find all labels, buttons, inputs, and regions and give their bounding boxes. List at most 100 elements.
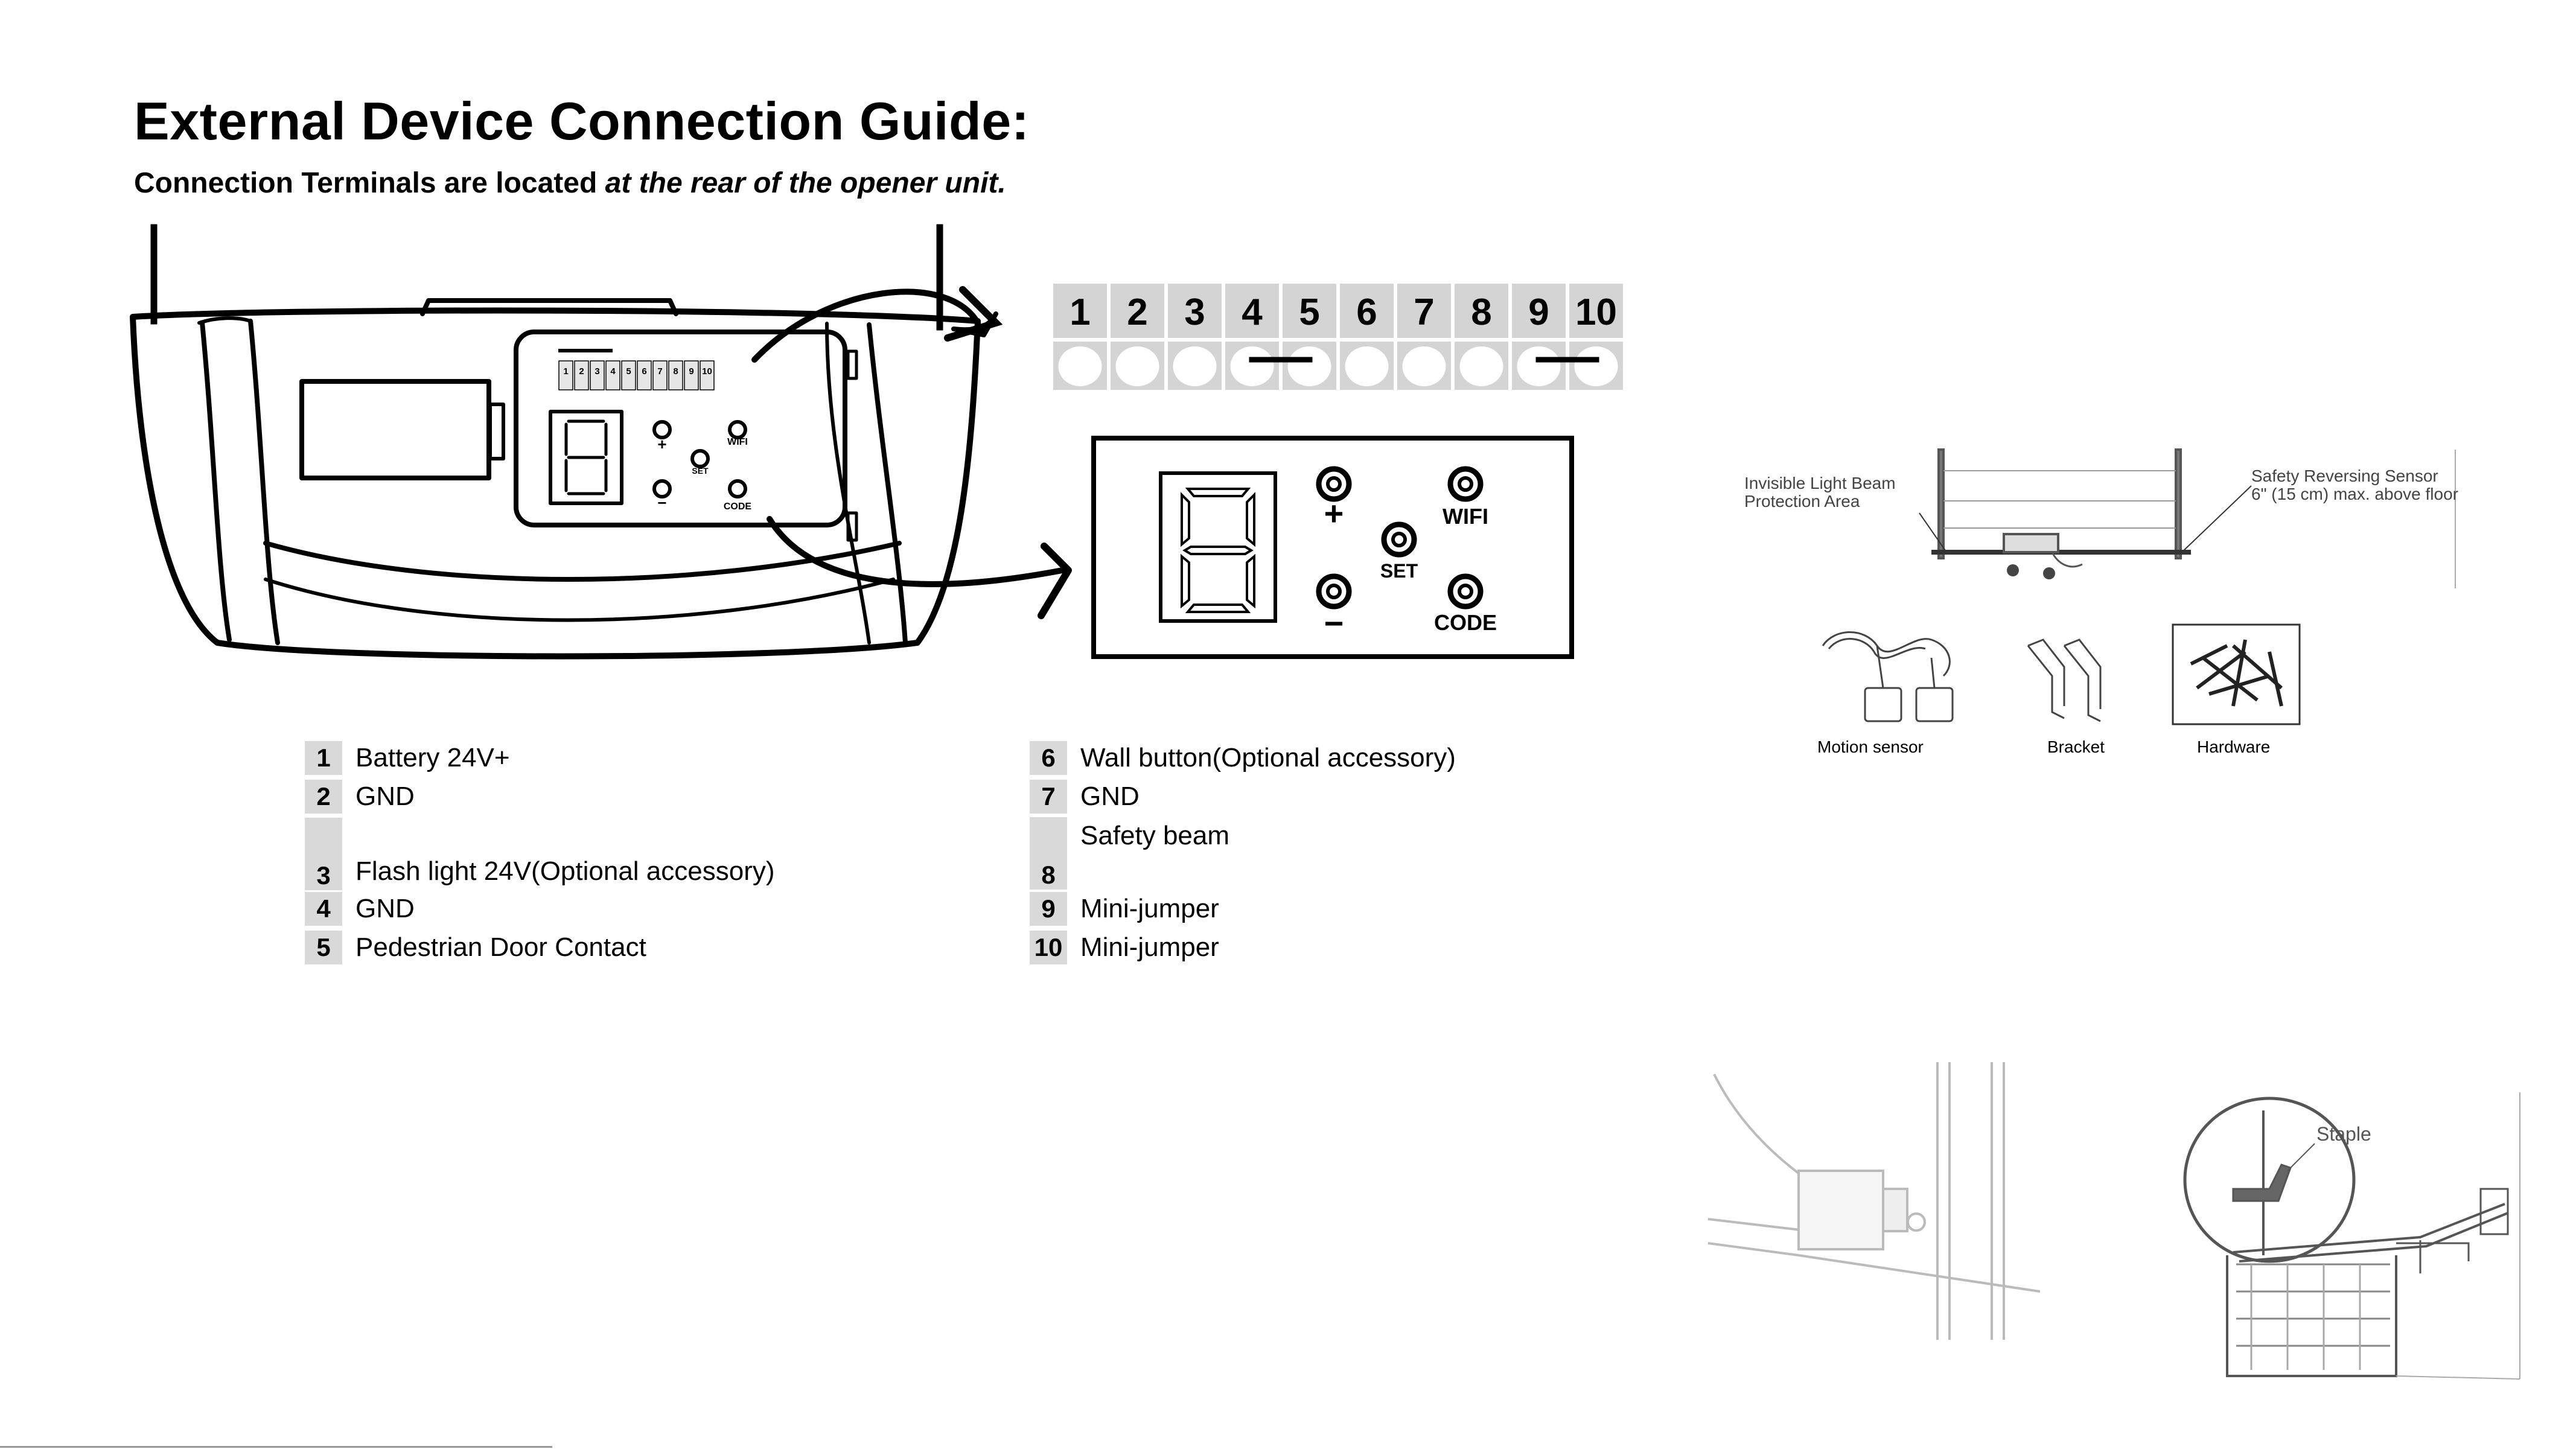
light-beam-label-line1: Invisible Light Beam	[1744, 474, 1896, 492]
opener-terminal-number: 6	[642, 366, 646, 377]
opener-terminal-cell	[668, 360, 683, 390]
sensor-mount-illustration	[1708, 1062, 2040, 1340]
opener-plus-label: +	[657, 435, 666, 453]
terminal-number-cell	[1225, 284, 1279, 338]
terminal-socket	[1574, 346, 1618, 386]
opener-control-panel	[514, 330, 847, 527]
legend-number: 10	[1030, 931, 1067, 964]
terminal-number-cell	[1340, 284, 1394, 338]
opener-terminal-cell	[605, 360, 620, 390]
opener-terminal-number: 3	[595, 366, 599, 377]
legend-label: GND	[355, 782, 415, 811]
terminal-number: 4	[1242, 291, 1263, 333]
staple-detail-circle	[2183, 1097, 2356, 1263]
terminal-socket	[1402, 346, 1446, 386]
terminal-socket	[1345, 346, 1389, 386]
legend-label: Battery 24V+	[355, 743, 510, 772]
terminal-number: 9	[1528, 291, 1549, 333]
right-antenna	[936, 224, 943, 331]
terminal-number-cell	[1053, 284, 1107, 338]
opener-terminal-cell	[590, 360, 605, 390]
wifi-button	[1447, 466, 1484, 502]
staple-icon	[2232, 1164, 2292, 1202]
set-label: SET	[1380, 560, 1418, 582]
opener-minus-label: −	[657, 494, 666, 512]
opener-terminal-number: 2	[579, 366, 584, 377]
safety-sensor-diagram: Invisible Light Beam Protection Area Saf…	[1744, 448, 2458, 588]
legend-number: 3	[305, 818, 342, 890]
code-label: CODE	[1434, 610, 1497, 635]
opener-set-button	[690, 449, 710, 468]
opener-terminal-number: 8	[673, 366, 678, 377]
opener-terminal-cell	[700, 360, 715, 390]
subtitle-emphasis: at the rear of the opener unit.	[605, 167, 1006, 199]
terminal-number: 3	[1184, 291, 1205, 333]
legend-number: 4	[305, 892, 342, 926]
subtitle-prefix: Connection Terminals are located	[134, 167, 605, 199]
terminal-number: 1	[1070, 291, 1090, 333]
legend-label: Mini-jumper	[1080, 894, 1219, 923]
opener-terminal-number: 1	[563, 366, 568, 377]
bracket-left	[2027, 645, 2065, 719]
legend-label: GND	[355, 894, 415, 923]
minus-label: −	[1324, 604, 1344, 642]
opener-terminal-number: 7	[657, 366, 662, 377]
terminal-number: 5	[1299, 291, 1319, 333]
opener-terminal-cell	[684, 360, 699, 390]
terminal-socket	[1230, 346, 1274, 386]
opener-head	[2479, 1188, 2509, 1235]
legend-number: 1	[305, 741, 342, 775]
opener-wifi-button	[728, 420, 747, 439]
legend-label: GND	[1080, 782, 1140, 811]
terminal-number: 7	[1414, 291, 1434, 333]
terminal-socket	[1058, 346, 1102, 386]
plus-label: +	[1324, 494, 1344, 532]
legend-label: Flash light 24V(Optional accessory)	[355, 856, 775, 886]
motion-sensor-caption: Motion sensor	[1817, 737, 1924, 756]
opener-terminal-number: 10	[702, 366, 712, 377]
code-button	[1447, 573, 1484, 610]
battery-compartment	[299, 379, 491, 480]
terminal-number: 6	[1356, 291, 1377, 333]
page-subtitle: Connection Terminals are located at the …	[134, 167, 1006, 200]
opener-set-label: SET	[692, 466, 709, 476]
bracket-right	[2063, 645, 2101, 722]
opener-wifi-label: WIFI	[727, 437, 748, 447]
left-antenna	[150, 224, 158, 325]
terminal-socket	[1173, 346, 1217, 386]
legend-number: 2	[305, 780, 342, 814]
opener-code-button	[728, 479, 747, 498]
minus-button	[1316, 573, 1352, 610]
terminal-number: 10	[1575, 291, 1617, 333]
motion-sensor-unit-1	[1864, 687, 1902, 722]
wifi-label: WIFI	[1443, 504, 1488, 529]
opener-terminal-number: 5	[626, 366, 631, 377]
hardware-box	[2172, 623, 2301, 725]
opener-terminal-cell	[637, 360, 652, 390]
control-panel-diagram: + WIFI SET − CODE	[1091, 436, 1574, 659]
legend-label: Safety beam	[1080, 821, 1230, 850]
terminal-number-cell	[1283, 284, 1336, 338]
terminal-socket	[1115, 346, 1159, 386]
legend-row: 4 GND	[305, 892, 415, 926]
set-button	[1381, 521, 1417, 558]
opener-plus-button	[652, 420, 672, 439]
opener-housing	[130, 307, 981, 660]
opener-terminal-cell	[558, 360, 573, 390]
bottom-divider	[0, 1446, 552, 1448]
opener-minus-button	[652, 479, 672, 498]
terminal-socket	[1459, 346, 1503, 386]
reversing-sensor-label-line1: Safety Reversing Sensor	[2251, 467, 2438, 485]
opener-code-label: CODE	[724, 502, 752, 512]
legend-number: 7	[1030, 780, 1067, 814]
opener-terminal-cell	[652, 360, 668, 390]
legend-row: 2 GND	[305, 780, 415, 814]
legend-number: 9	[1030, 892, 1067, 926]
hardware-caption: Hardware	[2197, 737, 2271, 756]
opener-terminal-cell	[574, 360, 589, 390]
